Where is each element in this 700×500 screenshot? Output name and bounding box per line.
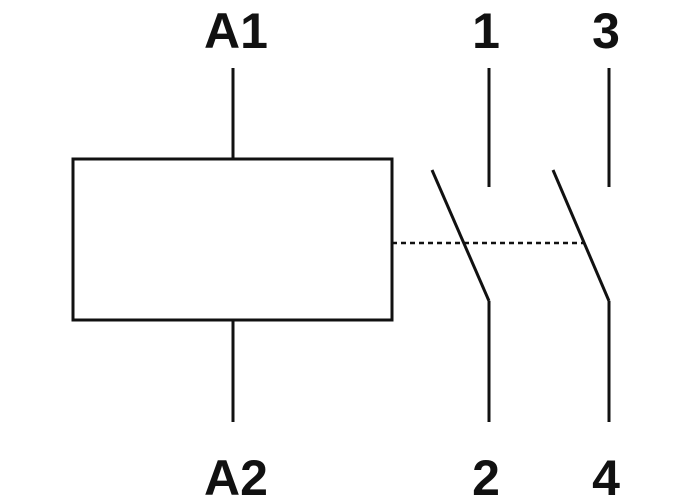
contact-3-4-switch-blade	[551, 169, 611, 302]
terminal-label-2: 2	[472, 450, 500, 500]
terminal-label-a2: A2	[204, 450, 268, 500]
terminal-label-a1: A1	[204, 3, 268, 59]
terminal-label-1: 1	[472, 3, 500, 59]
terminal-label-3: 3	[592, 3, 620, 59]
terminal-label-4: 4	[592, 450, 620, 500]
contact-1-2-switch-blade	[430, 169, 491, 302]
coil-box	[71, 157, 394, 322]
